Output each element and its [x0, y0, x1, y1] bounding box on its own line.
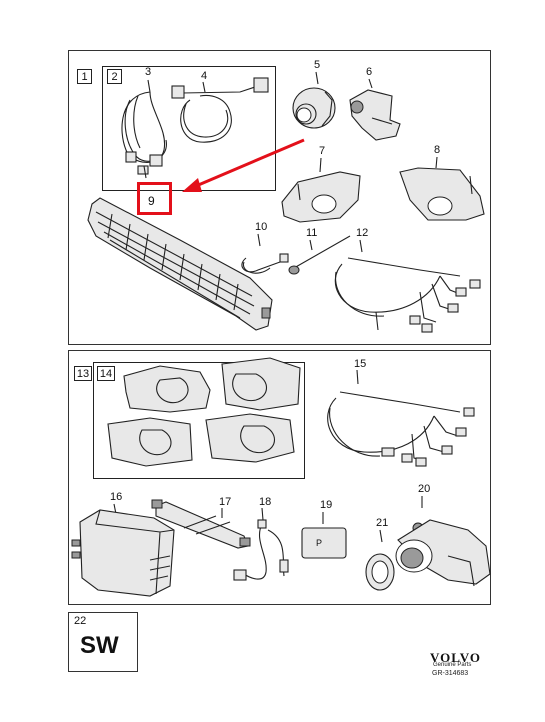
sticker-19-text: P	[316, 538, 323, 548]
bracket-7-icon	[281, 157, 361, 223]
control-module-16-icon	[71, 503, 175, 597]
harness-12-icon	[334, 239, 481, 333]
item-22-box	[68, 612, 138, 672]
callout-15: 15	[354, 358, 367, 370]
callout-4: 4	[201, 70, 208, 82]
genuine-parts-text: Genuine Parts	[433, 662, 472, 668]
callout-12: 12	[356, 227, 369, 239]
callout-5: 5	[314, 59, 321, 71]
callout-19: 19	[320, 499, 333, 511]
bracket-8-icon	[399, 156, 485, 221]
bracket-17-icon	[151, 499, 251, 549]
bracket-14-icon	[107, 357, 301, 467]
callout-10: 10	[255, 221, 268, 233]
clip-11-icon	[288, 235, 351, 275]
pdc-sensor-6-icon	[349, 78, 401, 141]
red-arrow-icon	[182, 138, 305, 192]
callout-20: 20	[418, 483, 431, 495]
ring-21-icon	[365, 529, 395, 591]
item-14-box: 14	[97, 366, 115, 381]
callout-21: 21	[376, 517, 389, 529]
item-13-box: 13	[74, 366, 92, 381]
callout-16: 16	[110, 491, 123, 503]
callout-11: 11	[306, 227, 318, 239]
wire-18-icon	[233, 507, 289, 581]
item-14-frame	[93, 362, 305, 479]
sticker-19-icon	[301, 512, 347, 559]
strap-10-icon	[241, 233, 289, 274]
harness-4-icon	[171, 77, 269, 143]
reference-number: GR-314683	[432, 670, 469, 677]
highlight-box-9	[137, 182, 172, 215]
volvo-logo: VOLVO	[430, 650, 481, 665]
callout-8: 8	[434, 144, 441, 156]
harness-15-icon	[327, 369, 475, 467]
callout-6: 6	[366, 66, 373, 78]
callout-3: 3	[145, 66, 152, 78]
grille-9-icon	[87, 197, 273, 331]
harness-3-icon	[121, 79, 167, 179]
item-22-number: 22	[74, 615, 87, 627]
pdc-sensor-5-icon	[292, 71, 336, 129]
pdc-sensor-20-icon	[395, 496, 491, 587]
callout-17: 17	[219, 496, 232, 508]
callout-18: 18	[259, 496, 272, 508]
item-2-box: 2	[107, 69, 122, 84]
callout-9: 9	[148, 194, 155, 208]
item-1-box: 1	[77, 69, 92, 84]
callout-7: 7	[319, 145, 326, 157]
sw-label: SW	[80, 632, 119, 659]
